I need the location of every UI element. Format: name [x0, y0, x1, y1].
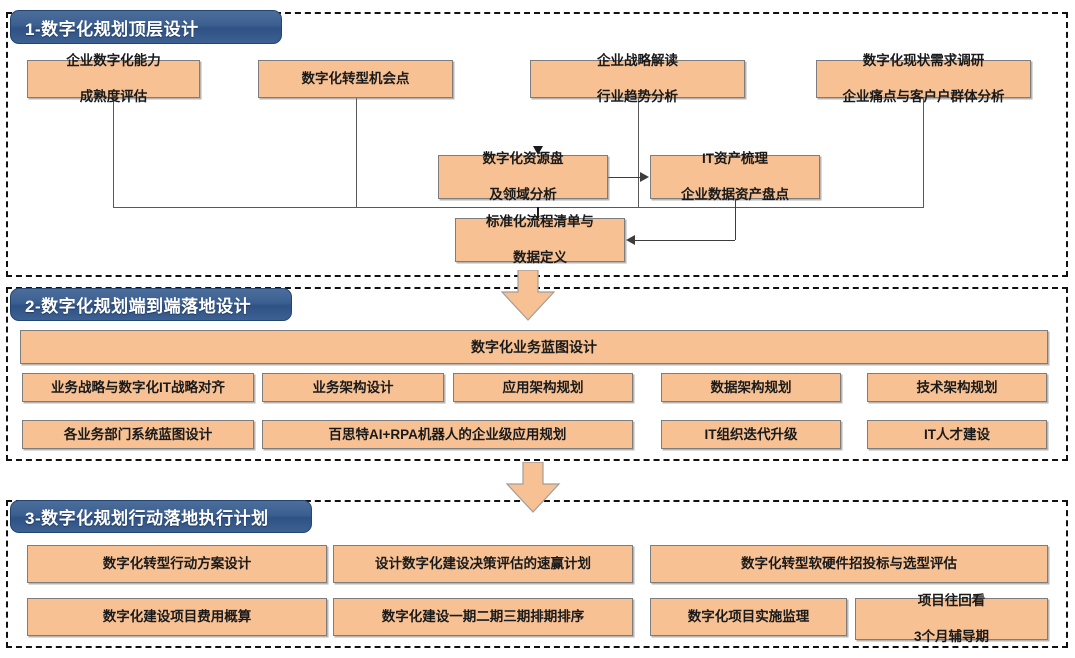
box-project-review-coaching[interactable]: 项目往回看 3个月辅导期: [855, 593, 1048, 644]
block-arrow-section1-to-section2: [500, 270, 556, 322]
box-line: 设计数字化建设决策评估的速赢计划: [375, 556, 591, 572]
arrow-down-to-resource-inventory: [533, 146, 543, 155]
box-line: 企业数据资产盘点: [681, 186, 789, 202]
box-standard-process-data-definition[interactable]: 标准化流程清单与 数据定义: [455, 214, 625, 265]
box-line: 数字化建设一期二期三期排期排序: [381, 609, 585, 625]
box-line: 项目往回看: [917, 593, 986, 609]
box-strategy-interpretation[interactable]: 企业战略解读 行业趋势分析: [530, 53, 745, 104]
box-line: 数字化转型机会点: [301, 71, 410, 87]
box-project-supervision[interactable]: 数字化项目实施监理: [650, 598, 847, 636]
box-line: IT组织迭代升级: [704, 426, 798, 442]
box-line: 数字化现状需求调研: [862, 53, 985, 69]
box-line: 3个月辅导期: [913, 628, 989, 644]
box-strategy-alignment[interactable]: 业务战略与数字化IT战略对齐: [22, 373, 254, 402]
box-quick-win-plan[interactable]: 设计数字化建设决策评估的速赢计划: [333, 545, 633, 583]
block-arrow-section2-to-section3: [505, 462, 561, 514]
section-3-title-label: 3-数字化规划行动落地执行计划: [25, 509, 269, 528]
box-line: 数字化转型行动方案设计: [102, 556, 252, 572]
section-2-title: 2-数字化规划端到端落地设计: [10, 288, 292, 321]
box-resource-inventory[interactable]: 数字化资源盘 及领域分析: [438, 151, 608, 202]
box-line: 业务战略与数字化IT战略对齐: [51, 379, 225, 395]
section-1-title: 1-数字化规划顶层设计: [10, 10, 282, 44]
box-line: 数字化资源盘: [482, 151, 564, 167]
box-line: 企业战略解读: [597, 53, 678, 69]
box-line: 成熟度评估: [79, 88, 148, 104]
box-capability-maturity[interactable]: 企业数字化能力 成熟度评估: [27, 53, 200, 104]
box-line: 技术架构规划: [916, 379, 998, 395]
box-line: 企业痛点与客户户群体分析: [842, 88, 1005, 104]
box-business-architecture[interactable]: 业务架构设计: [262, 373, 444, 402]
connector-line-v2: [356, 98, 357, 208]
box-line: 业务架构设计: [312, 379, 394, 395]
connector-line-v1: [113, 98, 114, 208]
arrow-right-to-it-assets: [640, 172, 649, 182]
box-line: 标准化流程清单与: [486, 214, 594, 230]
box-project-cost-estimate[interactable]: 数字化建设项目费用概算: [27, 598, 327, 636]
box-business-blueprint-banner[interactable]: 数字化业务蓝图设计: [20, 330, 1048, 364]
box-line: 数字化业务蓝图设计: [471, 338, 597, 355]
box-line: 数据定义: [513, 249, 567, 265]
box-it-org-upgrade[interactable]: IT组织迭代升级: [661, 420, 841, 449]
connector-resource-to-itasset: [608, 177, 641, 178]
box-transformation-opportunity[interactable]: 数字化转型机会点: [258, 60, 453, 98]
connector-line-v3: [638, 98, 639, 208]
box-line: 数据架构规划: [710, 379, 792, 395]
box-line: 各业务部门系统蓝图设计: [63, 426, 213, 442]
box-line: 数字化建设项目费用概算: [102, 609, 252, 625]
connector-bus-horizontal: [113, 207, 924, 208]
box-line: 数字化转型软硬件招投标与选型评估: [741, 556, 957, 572]
connector-line-v4: [923, 98, 924, 208]
section-2-title-label: 2-数字化规划端到端落地设计: [25, 297, 252, 316]
arrow-left-to-standard-process: [626, 235, 635, 245]
box-transformation-action-plan[interactable]: 数字化转型行动方案设计: [27, 545, 327, 583]
box-line: 行业趋势分析: [597, 88, 678, 104]
box-ai-rpa-enterprise-plan[interactable]: 百思特AI+RPA机器人的企业级应用规划: [262, 420, 633, 449]
box-line: IT资产梳理: [702, 151, 768, 167]
box-phase-scheduling[interactable]: 数字化建设一期二期三期排期排序: [333, 598, 633, 636]
box-hardware-software-bidding[interactable]: 数字化转型软硬件招投标与选型评估: [650, 545, 1048, 583]
box-department-blueprint[interactable]: 各业务部门系统蓝图设计: [22, 420, 254, 449]
box-line: 企业数字化能力: [66, 53, 161, 69]
connector-itasset-down: [735, 199, 736, 240]
box-line: 及领域分析: [489, 186, 557, 202]
box-data-architecture[interactable]: 数据架构规划: [661, 373, 841, 402]
box-it-talent-development[interactable]: IT人才建设: [867, 420, 1047, 449]
box-line: IT人才建设: [924, 426, 990, 442]
box-line: 应用架构规划: [502, 379, 584, 395]
section-1-title-label: 1-数字化规划顶层设计: [25, 19, 199, 39]
section-3-title: 3-数字化规划行动落地执行计划: [10, 500, 312, 533]
box-line: 百思特AI+RPA机器人的企业级应用规划: [328, 426, 567, 442]
connector-itasset-left: [634, 240, 735, 241]
box-status-requirement-research[interactable]: 数字化现状需求调研 企业痛点与客户户群体分析: [816, 53, 1031, 104]
box-line: 数字化项目实施监理: [687, 609, 810, 625]
box-technical-architecture[interactable]: 技术架构规划: [867, 373, 1047, 402]
box-it-asset-review[interactable]: IT资产梳理 企业数据资产盘点: [650, 151, 820, 202]
box-application-architecture[interactable]: 应用架构规划: [453, 373, 633, 402]
